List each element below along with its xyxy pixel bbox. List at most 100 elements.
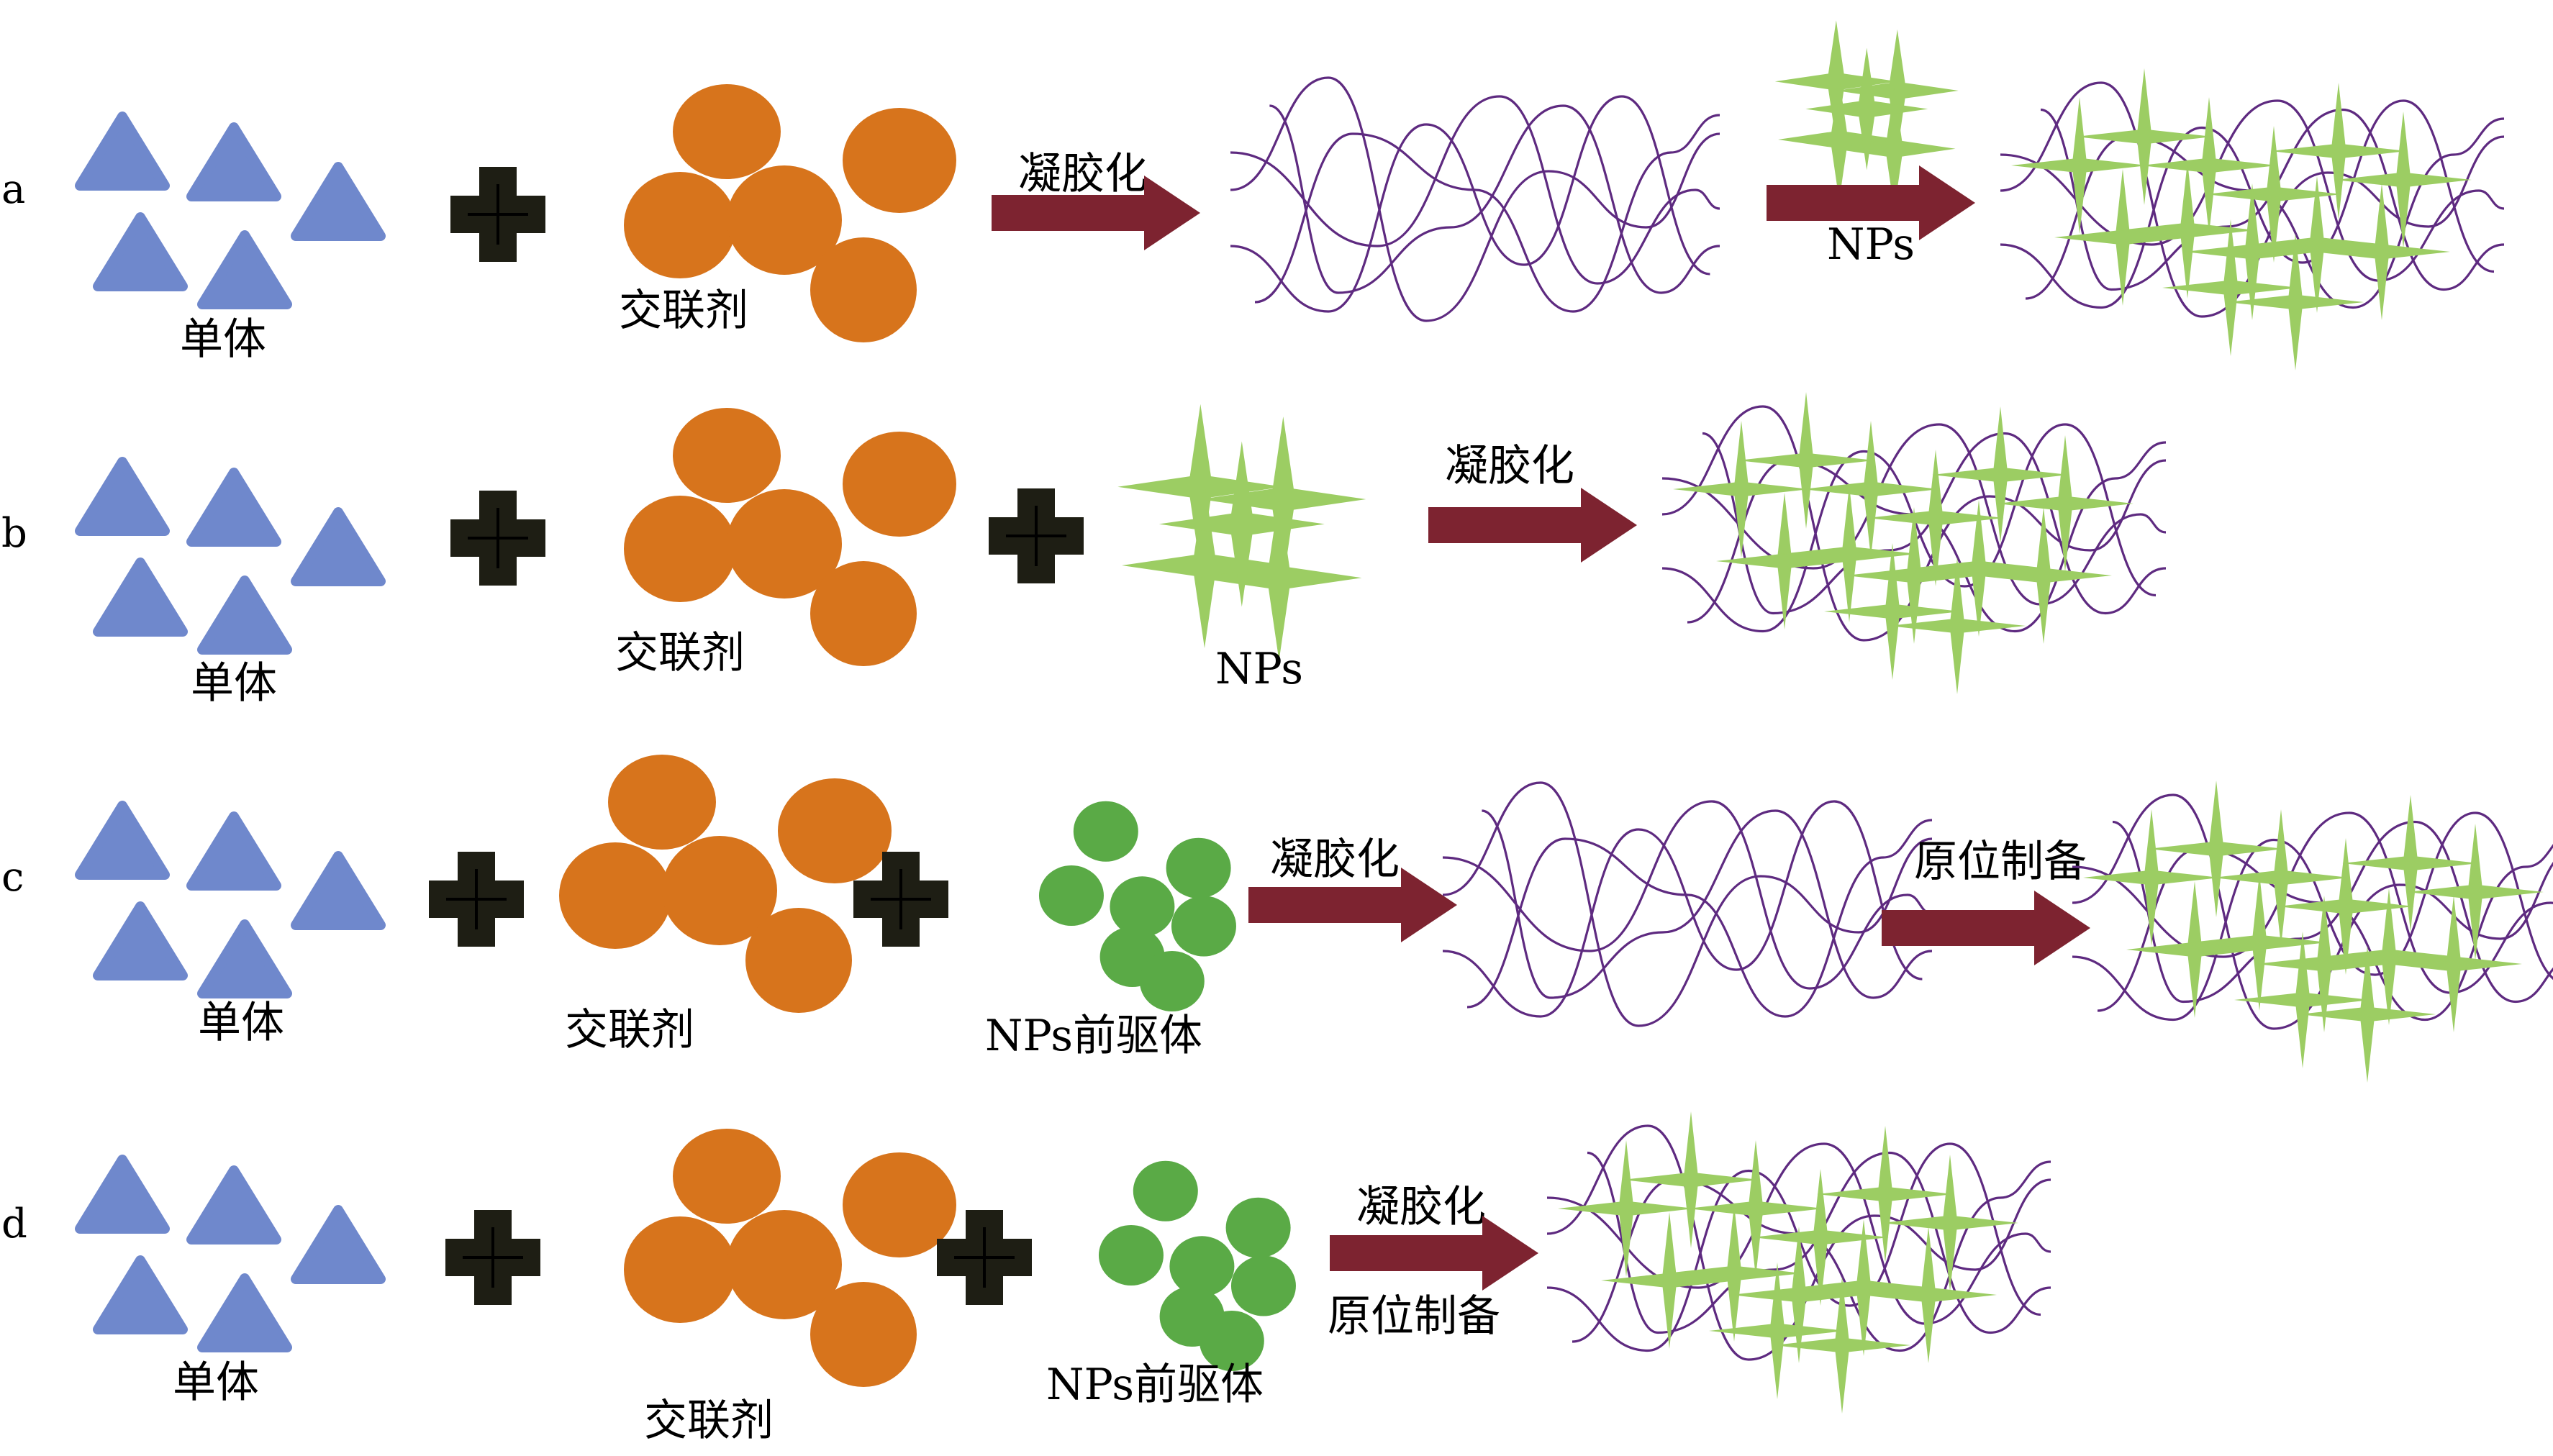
precursor-group-c [1038,801,1236,1011]
polymer-chain [2072,811,2553,1022]
circle-icon [1230,1255,1296,1316]
four-point-star-icon [1795,1219,1932,1356]
four-point-star-icon [1778,78,1900,201]
four-point-star-icon [1774,20,1897,143]
polymer-chain [1661,423,2157,633]
four-point-star-icon [1196,495,1362,661]
nanoparticle-cluster-a [1774,20,1959,210]
four-point-star-icon [2227,234,2364,370]
arrow-shape [1428,488,1637,563]
triangle-icon [291,851,386,930]
triangle-icon [75,112,170,191]
four-point-star-icon [2342,795,2479,932]
arrow-shape [1767,165,1975,240]
circle-icon [624,496,736,602]
plus-icon [450,491,545,586]
circle-icon [843,1152,956,1257]
crosslinker-label-c: 交联剂 [565,1005,694,1055]
circle-icon [810,237,917,342]
four-point-star-icon [1860,1227,1997,1363]
polymer-chain [1230,95,1720,285]
plus-mark [871,869,931,929]
polymer-chain [1702,432,2167,615]
circle-icon [1098,1225,1164,1286]
four-point-star-icon [1738,392,1874,529]
plus-mark [954,1227,1015,1288]
nanocomposite-gel-b [1661,392,2167,694]
row-d: d 单体 交联剂 NPs前驱体 凝胶化 原位制备 [1,1111,2051,1446]
precursor-label-c: NPs前驱体 [985,1011,1202,1061]
four-point-star-icon [1882,1155,2018,1291]
circle-icon [662,836,777,945]
circle-icon [1110,876,1175,937]
polymer-chain [1482,809,1933,999]
four-point-star-icon [2119,162,2256,299]
circle-icon [1133,1160,1198,1221]
four-point-star-icon [1805,47,1928,170]
four-point-star-icon [2191,874,2328,1011]
circle-icon [727,489,842,599]
four-point-star-icon [1716,493,1853,629]
four-point-star-icon [1752,1169,1889,1306]
polymer-chain [1442,781,1933,1027]
circle-icon [1166,837,1231,898]
row-letter-b: b [1,510,27,557]
four-point-star-icon [1846,507,1982,644]
four-point-star-icon [2313,183,2450,320]
four-point-star-icon [2011,97,2148,234]
crosslinker-label-b: 交联剂 [615,628,745,678]
arrow-shape [1882,891,2090,965]
circle-icon [810,561,917,666]
plus-mark [1006,506,1066,566]
four-point-star-icon [1833,87,1956,210]
circle-icon [843,432,956,537]
step2-label-c: 原位制备 [1914,837,2087,887]
step1-label-d: 凝胶化 [1356,1182,1486,1232]
four-point-star-icon [1709,1262,1846,1399]
triangle-icon [291,162,386,241]
row-c: c 单体 交联剂 NPs前驱体 凝胶化 原位制备 [1,755,2553,1083]
monomer-label-c: 单体 [198,998,284,1048]
polymer-chain [1546,1142,2041,1352]
four-point-star-icon [1781,486,1918,622]
circle-icon [608,755,716,850]
row-letter-a: a [1,166,25,213]
triangle-icon [93,901,188,980]
step2-label-a: NPs [1827,219,1915,270]
circle-icon [727,1210,842,1319]
circle-icon [1199,1311,1264,1371]
nanoparticle-cluster-b [1117,404,1366,661]
crosslinker-group-a [624,84,956,342]
polymer-chain [1442,800,1933,990]
four-point-star-icon [1824,543,1961,680]
plus-mark [468,508,528,568]
triangle-icon [93,558,188,637]
four-point-star-icon [2213,809,2349,946]
polymer-chain [2112,820,2553,1004]
plus-icon [937,1210,1032,1305]
plus-mark [446,869,507,929]
plus-icon [450,167,545,262]
precursor-group-d [1098,1160,1296,1371]
four-point-star-icon [1200,417,1366,582]
four-point-star-icon [1836,29,1959,152]
crosslinker-group-b [624,408,956,666]
four-point-star-icon [2076,68,2213,205]
circle-icon [727,165,842,275]
monomer-group-a [75,112,386,309]
triangle-icon [197,230,292,309]
right-arrow-icon [992,176,1200,250]
monomer-group-b [75,457,386,655]
four-point-star-icon [1889,558,2026,694]
four-point-star-icon [2270,83,2407,219]
four-point-star-icon [2126,881,2263,1018]
triangle-icon [186,122,281,201]
polymer-chain [1442,800,1923,1018]
four-point-star-icon [2256,896,2393,1032]
circle-icon [673,408,781,503]
circle-icon [1073,801,1138,862]
four-point-star-icon [1731,1227,1867,1363]
polymer-network-a [1230,76,1720,322]
monomer-group-d [75,1155,386,1352]
four-point-star-icon [1601,1212,1738,1349]
